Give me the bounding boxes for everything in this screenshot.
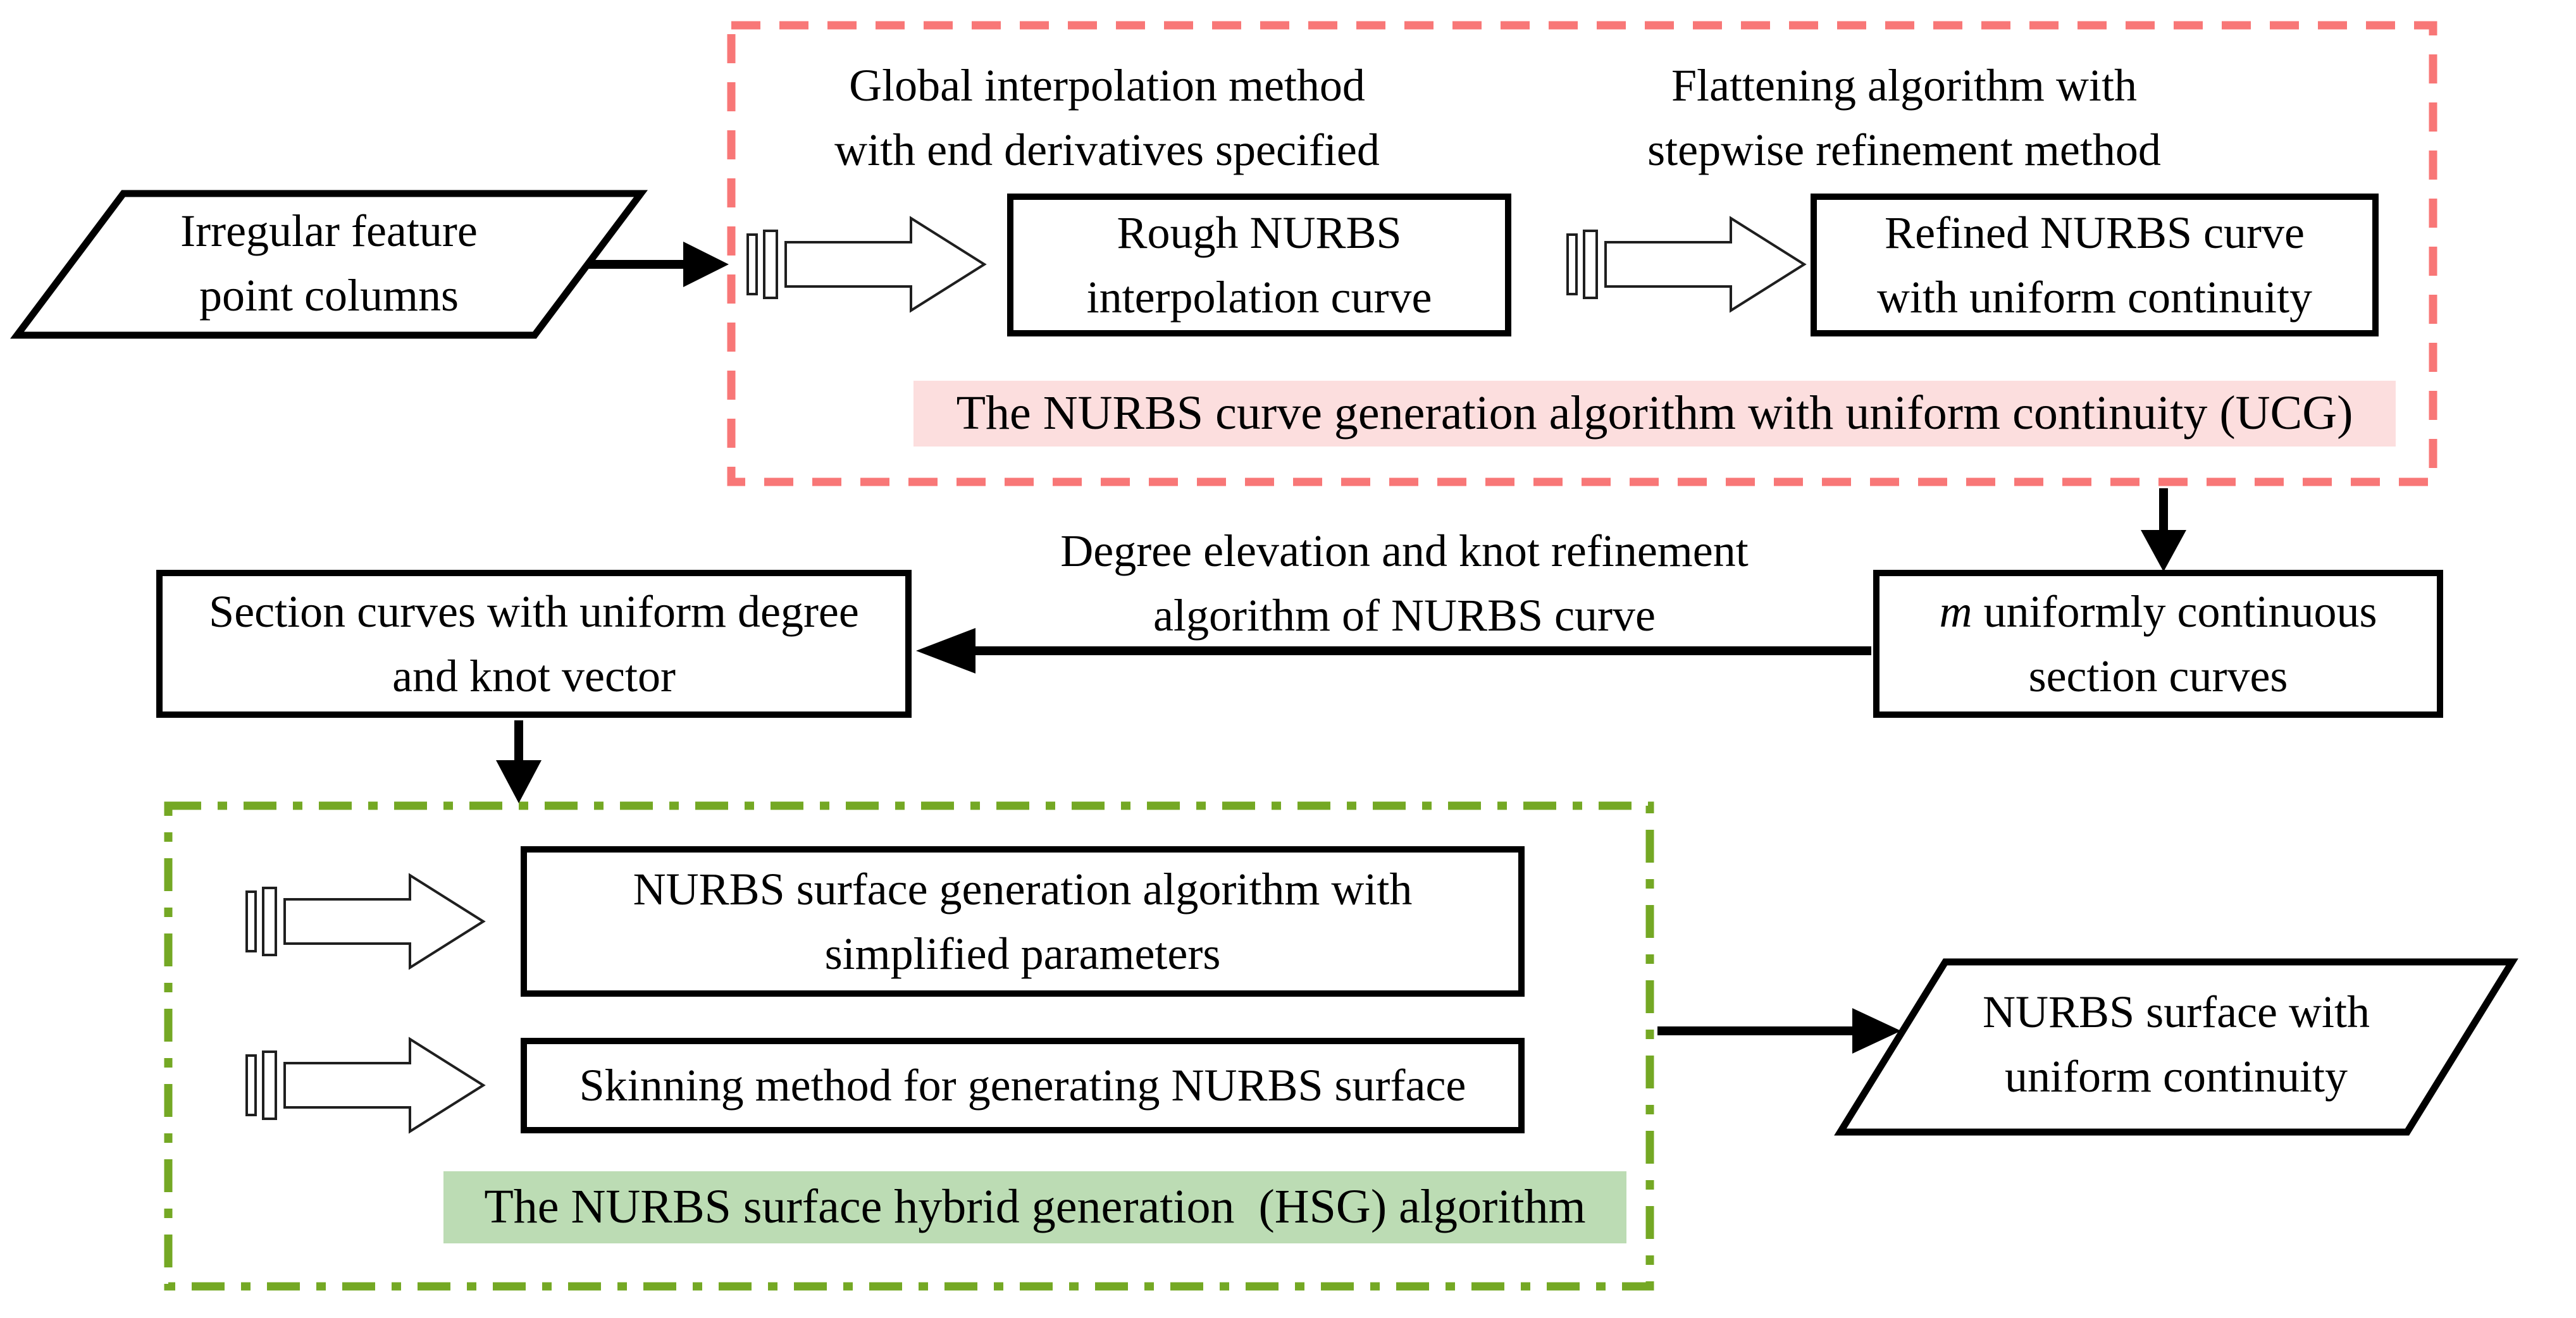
arrow-input-to-ucg [588,242,729,287]
output-parallelogram-shape [1834,958,2518,1136]
hsg-banner: The NURBS surface hybrid generation (HSG… [443,1171,1626,1243]
m-symbol: m [1939,586,1972,637]
section-curves-box: Section curves with uniform degree and k… [156,570,912,718]
m-section-curves-box: m uniformly continuous section curves [1873,570,2443,718]
arrow-ucg-to-mbox [2141,488,2186,572]
ucg-banner: The NURBS curve generation algorithm wit… [913,381,2396,447]
arrow-sectionbox-to-hsg [496,720,542,803]
input-parallelogram-shape [10,190,648,339]
output-parallelogram-label: NURBS surface with uniform continuity [1983,986,2370,1102]
block-arrow-icon [245,1038,485,1133]
m-section-curves-label: m uniformly continuous section curves [1940,579,2377,708]
arrow-mbox-to-sectionbox [916,628,1871,674]
degree-elevation-caption: Degree elevation and knot refinement alg… [1060,525,1749,641]
block-arrow-icon [1566,217,1805,312]
ucg-caption-right: Flattening algorithm with stepwise refin… [1647,59,2161,175]
ucg-group-border [727,21,2437,486]
rough-nurbs-box: Rough NURBS interpolation curve [1007,194,1511,336]
block-arrow-icon [245,874,485,969]
ucg-caption-left: Global interpolation method with end der… [834,59,1380,175]
skinning-method-box: Skinning method for generating NURBS sur… [521,1038,1525,1133]
surface-generation-box: NURBS surface generation algorithm with … [521,846,1525,997]
block-arrow-icon [746,217,986,312]
arrow-hsg-to-output [1657,1008,1901,1054]
m-section-curves-rest: uniformly continuous section curves [1983,586,2377,701]
input-parallelogram-label: Irregular feature point columns [180,205,478,321]
refined-nurbs-box: Refined NURBS curve with uniform continu… [1811,194,2379,336]
